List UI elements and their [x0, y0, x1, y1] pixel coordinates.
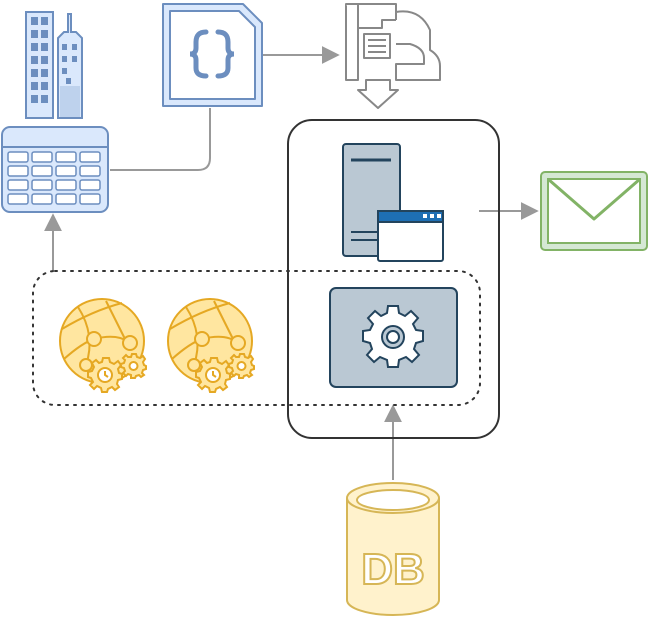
office-buildings-icon[interactable] [25, 11, 83, 119]
services-group[interactable] [32, 270, 481, 406]
web-service-gears-icon[interactable] [167, 298, 255, 393]
database-icon[interactable]: DB [346, 482, 440, 616]
web-service-gears-icon[interactable] [59, 298, 147, 393]
database-label: DB [361, 545, 425, 594]
server-group[interactable] [287, 119, 500, 439]
data-transform-icon[interactable] [345, 3, 441, 109]
settings-panel[interactable] [329, 287, 458, 388]
connector-table-to-json [110, 108, 211, 171]
json-file-icon[interactable] [162, 3, 263, 107]
data-table-icon[interactable] [1, 126, 109, 213]
gear-icon [362, 305, 424, 368]
envelope-icon[interactable] [540, 171, 648, 251]
server-window-icon[interactable] [342, 143, 444, 262]
connectors [44, 46, 539, 480]
